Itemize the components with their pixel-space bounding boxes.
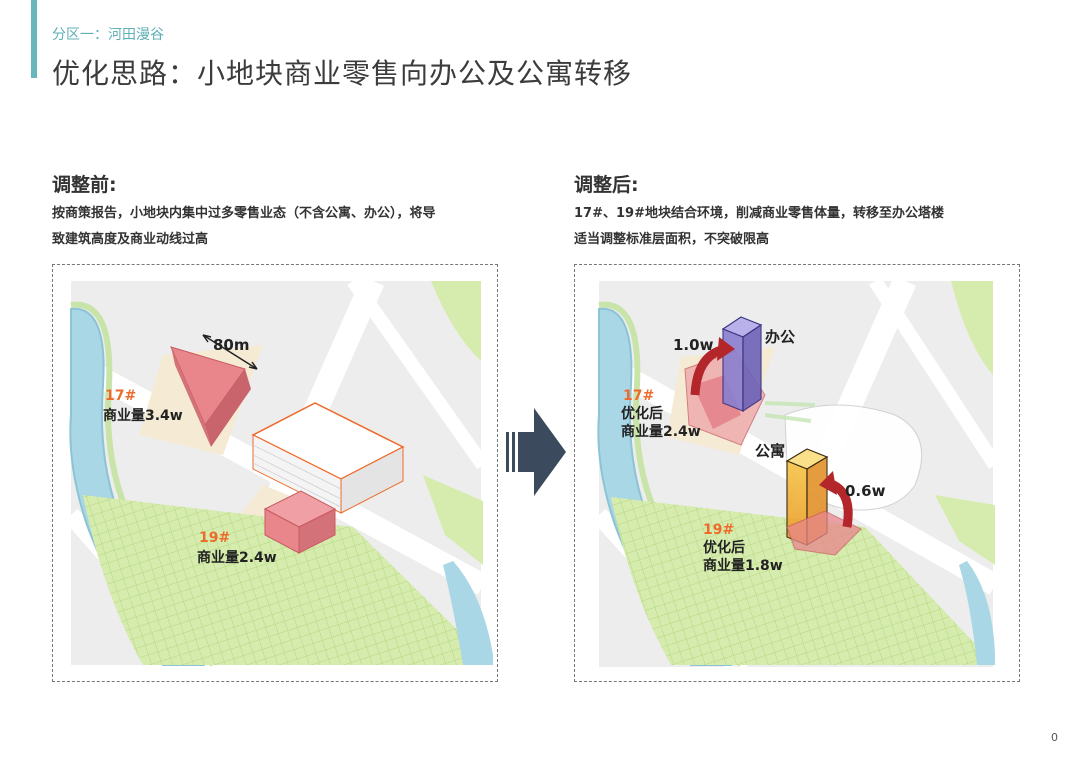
after-map: 1.0w 办公 17# 优化后 商业量2.4w 公寓 0.6w 19# 优化后 … <box>574 264 1020 682</box>
after-map-drawing <box>575 265 1019 681</box>
apartment-label: 公寓 <box>755 442 786 460</box>
green-park-after <box>611 497 995 665</box>
plot-19-label-after-2: 商业量1.8w <box>703 558 783 574</box>
plot-19-label: 商业量2.4w <box>197 550 277 566</box>
after-heading: 调整后: <box>574 174 639 196</box>
after-description: 17#、19#地块结合环境，削减商业零售体量，转移至办公塔楼 适当调整标准层面积… <box>574 201 1044 253</box>
plot-19-number: 19# <box>199 530 231 546</box>
plot-17-number-after: 17# <box>623 388 655 404</box>
right-arrow-icon <box>506 408 566 496</box>
section-label: 分区一：河田漫谷 <box>52 27 164 43</box>
dimension-line <box>202 334 258 370</box>
plot-17-label: 商业量3.4w <box>103 408 183 424</box>
accent-bar <box>31 0 37 78</box>
plot-17-label-after-1: 优化后 <box>621 406 663 422</box>
page-title: 优化思路：小地块商业零售向办公及公寓转移 <box>52 57 633 90</box>
plot-19-number-after: 19# <box>703 522 735 538</box>
office-label: 办公 <box>765 328 796 346</box>
before-heading: 调整前: <box>52 174 117 196</box>
plot-17-number: 17# <box>105 388 137 404</box>
before-description: 按商策报告，小地块内集中过多零售业态（不含公寓、办公），将导 致建筑高度及商业动… <box>52 201 522 253</box>
before-map-drawing <box>53 265 497 681</box>
green-strip-top <box>431 281 481 361</box>
dimension-label: 80m <box>213 336 250 354</box>
after-desc-line-2: 适当调整标准层面积，不突破限高 <box>574 232 770 247</box>
page-number: 0 <box>1051 731 1058 744</box>
after-desc-line-1: 17#、19#地块结合环境，削减商业零售体量，转移至办公塔楼 <box>574 206 944 221</box>
plot-19-label-after-1: 优化后 <box>703 540 745 556</box>
before-desc-line-1: 按商策报告，小地块内集中过多零售业态（不含公寓、办公），将导 <box>52 206 436 221</box>
transfer-office-label: 1.0w <box>673 336 714 354</box>
before-desc-line-2: 致建筑高度及商业动线过高 <box>52 232 209 247</box>
green-park <box>83 495 493 665</box>
transfer-apartment-label: 0.6w <box>845 482 886 500</box>
before-map: 80m 17# 商业量3.4w 19# 商业量2.4w <box>52 264 498 682</box>
plot-19-building-after <box>786 510 862 556</box>
plot-17-label-after-2: 商业量2.4w <box>621 424 701 440</box>
